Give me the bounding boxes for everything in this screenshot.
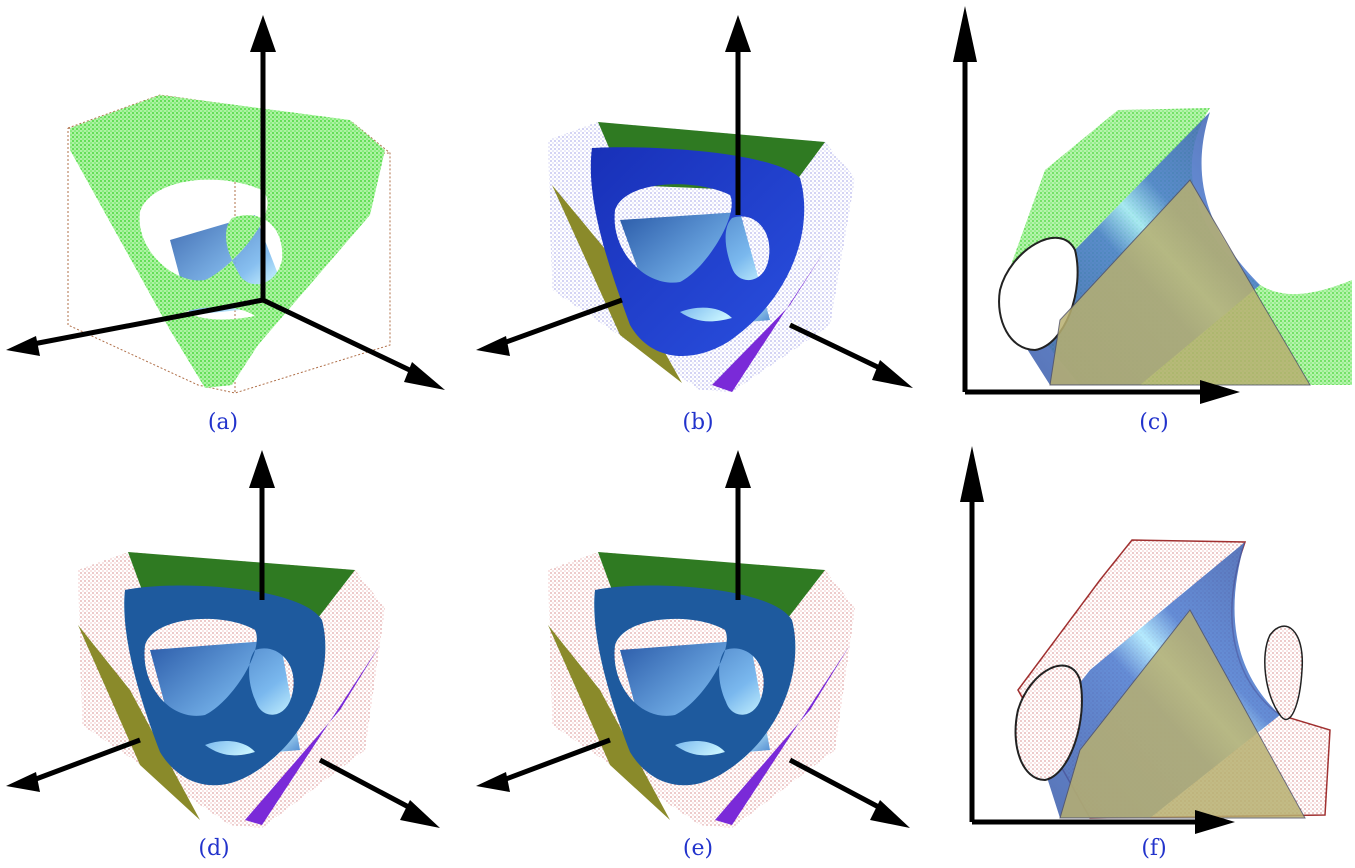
hole-left <box>998 236 1079 352</box>
purple-face <box>712 250 825 392</box>
axes <box>27 40 422 378</box>
axis-arrow-left <box>476 336 510 356</box>
axis-arrow-left <box>6 336 40 356</box>
olive-face <box>78 625 200 820</box>
axis-arrow-right <box>872 360 913 388</box>
panel-d: (d) <box>0 440 450 868</box>
caption-e: (e) <box>682 836 714 861</box>
panel-b-drawing <box>476 15 913 392</box>
panel-a-drawing <box>6 15 445 394</box>
panel-c-drawing <box>953 6 1352 404</box>
axis-arrow-up <box>960 446 984 502</box>
axis-arrow-right <box>870 800 910 828</box>
purple-face <box>245 645 380 825</box>
panel-a: (a) <box>0 0 450 435</box>
hole-left <box>1014 664 1083 782</box>
axis-arrow-left <box>476 772 510 792</box>
axis-arrow-up <box>953 6 977 62</box>
panel-f-drawing <box>960 446 1331 834</box>
axes <box>962 45 1210 395</box>
hole-right <box>1264 625 1303 721</box>
panel-c: (c) <box>940 0 1355 435</box>
olive-face <box>548 625 670 820</box>
axis-arrow-up <box>249 450 275 488</box>
axes <box>497 480 890 815</box>
caption-c: (c) <box>1139 410 1169 435</box>
caption-a: (a) <box>207 410 239 435</box>
panel-d-drawing <box>6 450 440 828</box>
axis-arrow-right <box>1195 810 1235 834</box>
axes <box>969 485 1205 825</box>
axis-arrow-right <box>400 800 440 828</box>
caption-d: (d) <box>198 836 230 861</box>
axis-arrow-right <box>404 362 445 390</box>
axis-arrow-up <box>250 15 276 52</box>
caption-b: (b) <box>682 410 714 435</box>
blue-band <box>590 147 805 357</box>
dark-blue-band <box>124 585 326 786</box>
axis-arrow-up <box>725 15 751 52</box>
axis-arrow-right <box>1200 380 1240 404</box>
axis-arrow-up <box>725 450 751 488</box>
purple-face <box>715 645 850 825</box>
green-shell <box>70 95 385 388</box>
axes <box>27 480 420 815</box>
panel-e-drawing <box>476 450 910 828</box>
caption-f: (f) <box>1141 836 1167 861</box>
dark-blue-band <box>594 585 796 786</box>
panel-b: (b) <box>470 0 920 435</box>
axis-arrow-left <box>6 772 40 792</box>
tan-triangle <box>1059 609 1306 819</box>
panel-e: (e) <box>470 440 920 868</box>
tan-triangle <box>1049 179 1311 386</box>
panel-f: (f) <box>940 440 1355 868</box>
axes <box>497 45 890 375</box>
